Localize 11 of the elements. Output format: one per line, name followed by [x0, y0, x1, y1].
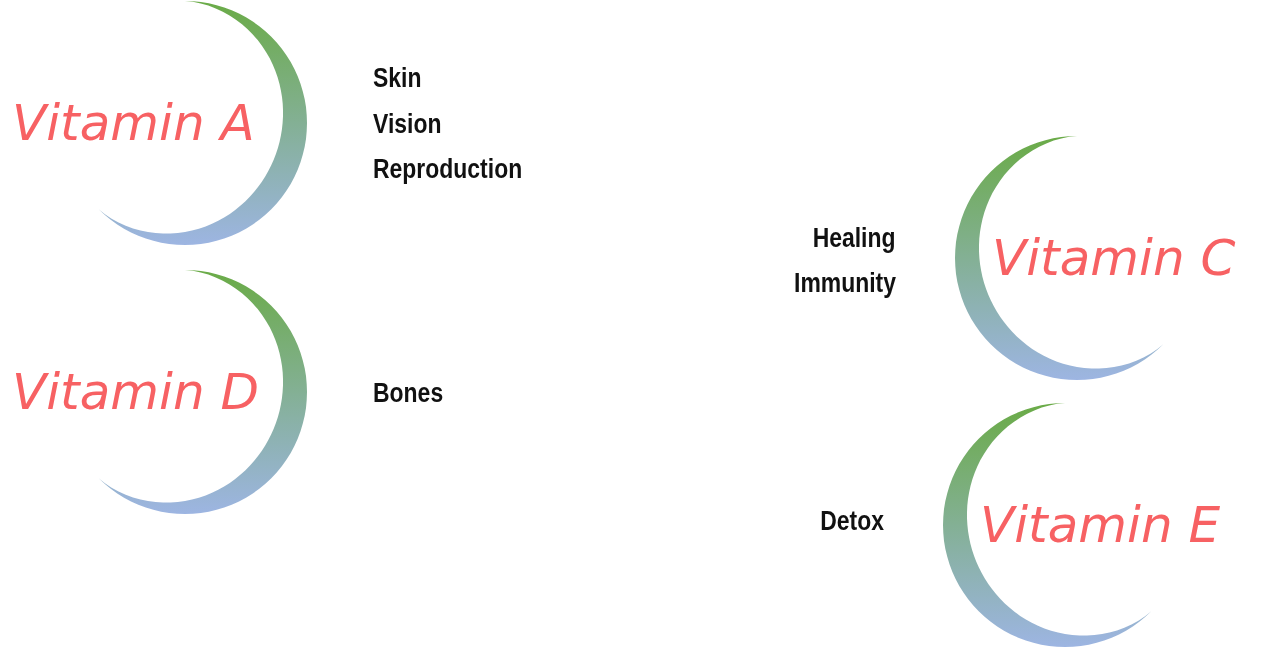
benefit-text: Vision: [373, 108, 442, 140]
benefit-text: Detox: [820, 505, 884, 537]
vitamin-name: Vitamin C: [992, 228, 1236, 288]
benefit-text: Bones: [373, 377, 444, 409]
vitamin-name: Vitamin D: [12, 362, 260, 422]
vitamin-name: Vitamin E: [980, 495, 1221, 555]
benefit-text: Healing: [813, 222, 896, 254]
vitamin-name: Vitamin A: [12, 93, 255, 153]
benefit-text: Skin: [373, 62, 422, 94]
benefit-text: Reproduction: [373, 153, 523, 185]
benefit-text: Immunity: [794, 267, 896, 299]
